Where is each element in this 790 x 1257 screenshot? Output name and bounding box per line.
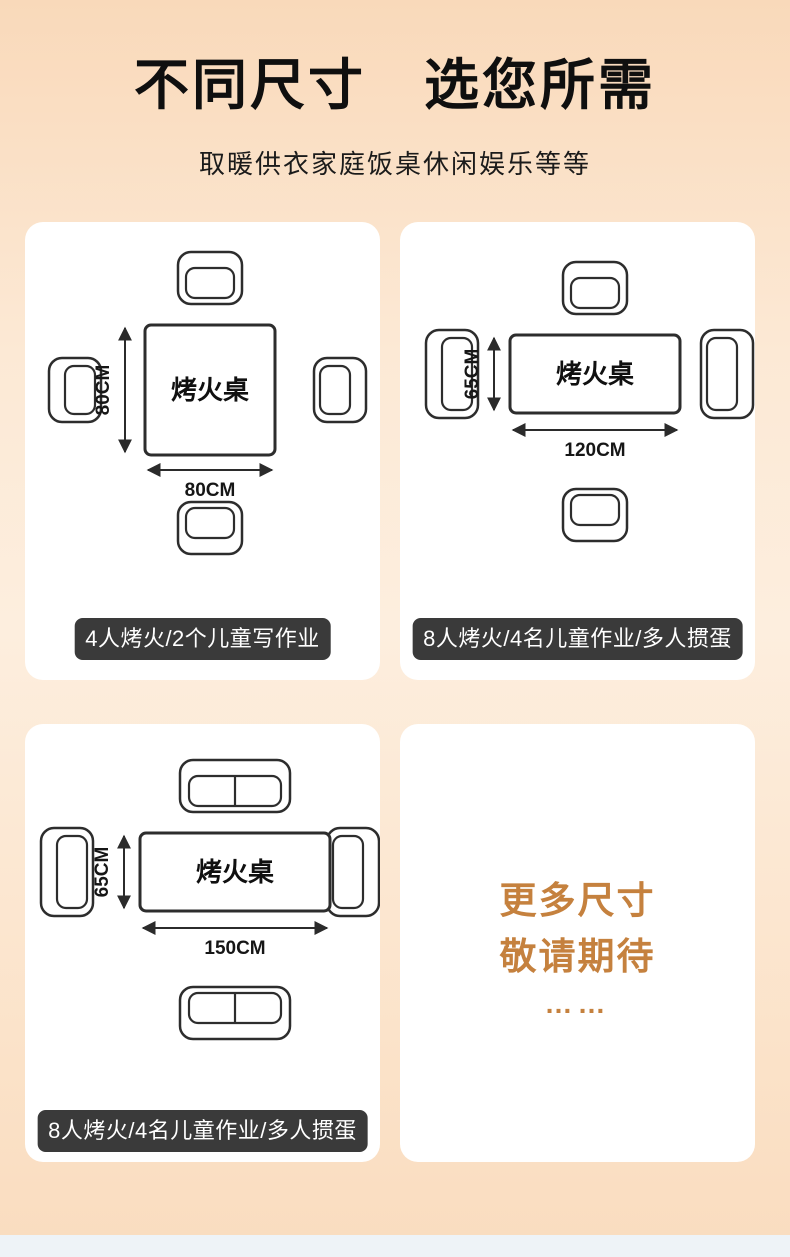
size-card-80x80: 烤火桌 80CM 80CM 4人烤火/2个儿童写作业 [25,222,380,680]
sofa-left-icon [39,826,95,918]
page-subtitle: 取暖供衣家庭饭桌休闲娱乐等等 [198,149,591,179]
table-shape [138,831,332,913]
header: 不同尺寸 选您所需 取暖供衣家庭饭桌休闲娱乐等等 [0,0,790,181]
table-label: 烤火桌 [171,375,249,405]
square-table-diagram: 烤火桌 80CM 80CM [47,250,368,556]
usage-badge: 4人烤火/2个儿童写作业 [74,618,331,660]
more-sizes-card: 更多尺寸 敬请期待 …… [400,724,755,1162]
size-card-150x65: 烤火桌 65CM 150CM 8人烤火/4名儿童作业/多人掼蛋 [25,724,380,1162]
table-label: 烤火桌 [196,857,274,887]
table-label: 烤火桌 [556,359,634,389]
width-label: 150CM [204,938,265,959]
width-label: 80CM [185,480,236,501]
two-seat-sofa-bottom-icon [178,985,292,1041]
more-sizes-line2: 敬请期待 [499,935,656,977]
armchair-top-icon [561,260,629,316]
size-cards-grid: 烤火桌 80CM 80CM 4人烤火/2个儿童写作业 烤火桌 65CM 120C… [25,222,755,1162]
large-table-diagram: 烤火桌 65CM 150CM [39,758,380,1041]
two-seat-sofa-top-icon [178,758,292,814]
sofa-right-icon [699,328,755,420]
height-label: 80CM [93,365,114,416]
armchair-bottom-icon [561,487,629,543]
next-section-edge [0,1235,790,1257]
table-shape [143,323,277,457]
armchair-top-icon [176,250,244,306]
medium-table-diagram: 烤火桌 65CM 120CM [424,260,755,543]
usage-badge: 8人烤火/4名儿童作业/多人掼蛋 [412,618,743,660]
more-sizes-line1: 更多尺寸 [499,880,656,922]
width-label: 120CM [564,440,625,461]
armchair-right-icon [312,356,368,424]
table-shape [508,333,682,415]
height-label: 65CM [462,349,483,400]
height-label: 65CM [92,847,113,898]
usage-badge: 8人烤火/4名儿童作业/多人掼蛋 [37,1110,368,1152]
ellipsis-dots: …… [544,988,611,1020]
sofa-right-icon [325,826,380,918]
size-card-120x65: 烤火桌 65CM 120CM 8人烤火/4名儿童作业/多人掼蛋 [400,222,755,680]
armchair-bottom-icon [176,500,244,556]
page-title: 不同尺寸 选您所需 [133,54,656,116]
